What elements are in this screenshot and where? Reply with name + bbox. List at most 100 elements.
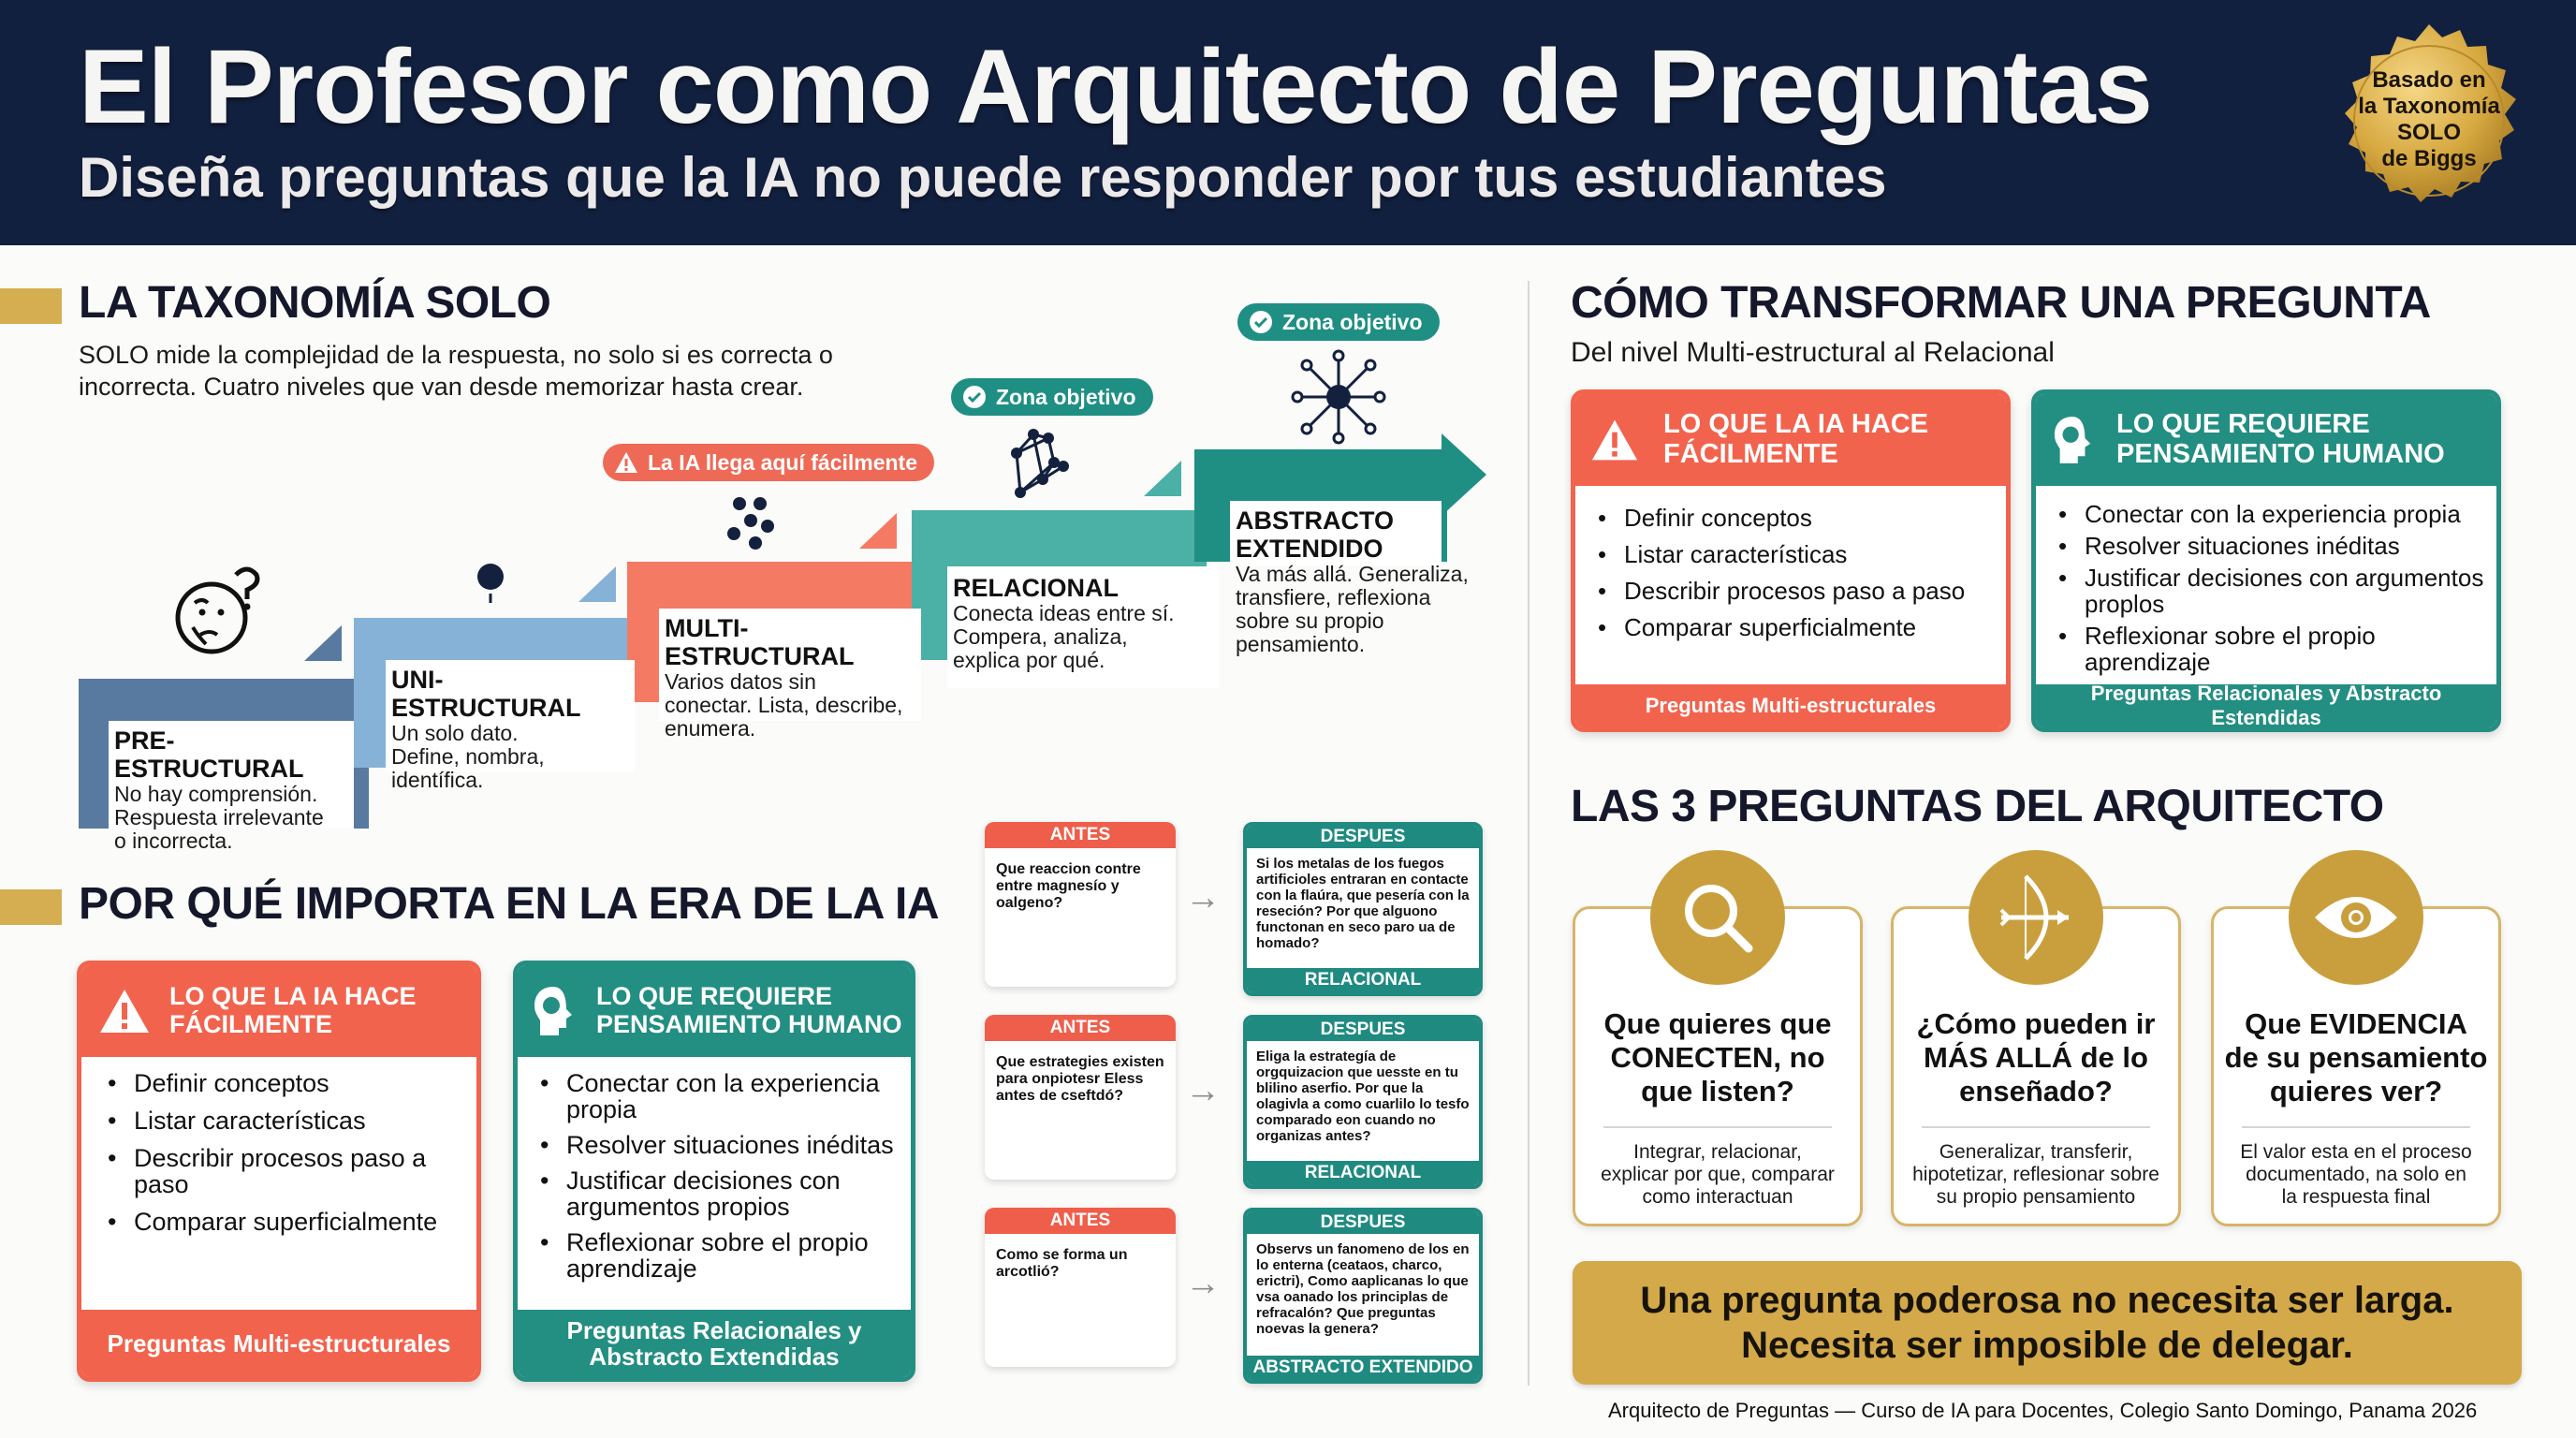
transform-human-thinking-list: Conectar con la experiencia propia Resol… bbox=[2058, 501, 2487, 675]
level-desc: explica por qué. bbox=[953, 648, 1105, 672]
taxonomy-description-line-1: SOLO mide la complejidad de la respuesta… bbox=[79, 341, 833, 369]
after-card: DESPUES Observs un fanomeno de los en lo… bbox=[1243, 1208, 1483, 1384]
after-card: DESPUES Si los metalas de los fuegos art… bbox=[1243, 822, 1483, 996]
seal-line-2: la Taxonomía bbox=[2358, 94, 2500, 119]
section-marker bbox=[0, 889, 62, 925]
divider bbox=[1603, 1126, 1832, 1128]
level-desc: Un solo dato. bbox=[391, 721, 519, 745]
human-thinking-card-header: LO QUE REQUIERE PENSAMIENTO HUMANO bbox=[518, 965, 911, 1057]
architect-description: Integrar, relacionar, explicar por que, … bbox=[1585, 1141, 1851, 1209]
before-label: ANTES bbox=[985, 1208, 1176, 1234]
after-label: DESPUES bbox=[1247, 1211, 1479, 1234]
footer-line: Abstracto Extendidas bbox=[589, 1343, 840, 1371]
question-line: que listen? bbox=[1641, 1075, 1794, 1108]
head-lightbulb-icon bbox=[534, 987, 572, 1035]
transform-title: CÓMO TRANSFORMAR UNA PREGUNTA bbox=[1571, 278, 2431, 328]
level-desc: transfiere, reflexiona bbox=[1236, 585, 1431, 609]
thinking-face-icon bbox=[175, 566, 260, 654]
ai-easy-card-footer: Preguntas Multi-estructurales bbox=[81, 1310, 476, 1377]
level-desc: Define, nombra, bbox=[391, 744, 545, 769]
level-desc: Respuesta irrelevante bbox=[114, 805, 324, 829]
level-desc: enumera. bbox=[665, 716, 756, 741]
question-line: de su pensamiento bbox=[2224, 1041, 2488, 1074]
network-icon bbox=[1011, 429, 1069, 498]
solo-seal-badge: Basado en la Taxonomía SOLO de Biggs bbox=[2329, 21, 2529, 221]
target-zone-badge-abstracto: Zona objetivo bbox=[1237, 303, 1440, 341]
card-title-line: LO QUE LA IA HACE bbox=[169, 982, 417, 1011]
level-name: ABSTRACTO bbox=[1236, 506, 1395, 535]
question-line: CONECTEN, no bbox=[1610, 1041, 1825, 1074]
seal-line-4: de Biggs bbox=[2381, 146, 2477, 171]
question-line: Que quieres que bbox=[1603, 1007, 1832, 1040]
warning-icon bbox=[1591, 419, 1638, 461]
after-question: Si los metalas de los fuegos artificiole… bbox=[1256, 856, 1470, 951]
target-zone-badge-relacional: Zona objetivo bbox=[951, 378, 1153, 416]
level-pre-estructural: PRE-ESTRUCTURAL No hay comprensión. Resp… bbox=[109, 721, 354, 853]
level-desc: o incorrecta. bbox=[114, 829, 233, 853]
list-item: Listar características bbox=[1598, 541, 1997, 567]
desc-line: explicar por que, comparar bbox=[1601, 1164, 1835, 1185]
step-triangle bbox=[859, 513, 897, 549]
question-line: MÁS ALLÁ de lo bbox=[1924, 1041, 2148, 1074]
card-footer: Preguntas Relacionales y Abstracto Esten… bbox=[2036, 682, 2496, 727]
arrow-head-icon bbox=[1442, 433, 1486, 516]
list-item: Reflexionar sobre el propio aprendizaje bbox=[2058, 623, 2487, 675]
level-desc: Compera, analiza, bbox=[953, 624, 1128, 649]
card-title-line: LO QUE REQUIERE bbox=[596, 982, 833, 1011]
human-thinking-card: LO QUE REQUIERE PENSAMIENTO HUMANO Conec… bbox=[513, 961, 915, 1382]
before-label: ANTES bbox=[985, 822, 1176, 848]
scattered-dots-icon bbox=[727, 497, 774, 550]
column-divider bbox=[1528, 281, 1530, 1386]
list-item: Describir procesos paso a paso bbox=[108, 1145, 458, 1197]
magnifier-icon bbox=[1650, 850, 1785, 985]
why-title: POR QUÉ IMPORTA EN LA ERA DE LA IA bbox=[79, 879, 940, 929]
list-item: Justificar decisiones con argumentos pro… bbox=[540, 1167, 896, 1220]
target-zone-badge-label: Zona objetivo bbox=[1282, 309, 1423, 334]
arrow-right-icon: → bbox=[1185, 1264, 1221, 1303]
card-title-line: LO QUE REQUIERE bbox=[2116, 409, 2370, 440]
list-item: Listar características bbox=[108, 1108, 458, 1134]
level-desc: identífica. bbox=[391, 768, 484, 792]
desc-line: Integrar, relacionar, bbox=[1633, 1141, 1802, 1163]
desc-line: su propio pensamiento bbox=[1936, 1186, 2136, 1208]
after-card: DESPUES Eliga la estrategía de orgquizac… bbox=[1243, 1015, 1483, 1189]
footer-credit: Arquitecto de Preguntas — Curso de IA pa… bbox=[1608, 1399, 2478, 1422]
taxonomy-description: SOLO mide la complejidad de la respuesta… bbox=[79, 339, 833, 403]
desc-line: hipotetizar, reflesionar sobre bbox=[1912, 1164, 2159, 1185]
after-label: DESPUES bbox=[1247, 826, 1479, 848]
level-desc: Conecta ideas entre sí. bbox=[953, 601, 1175, 625]
human-thinking-list: Conectar con la experiencia propia Resol… bbox=[540, 1070, 896, 1282]
ai-easy-card-header: LO QUE LA IA HACE FÁCILMENTE bbox=[81, 965, 476, 1057]
question-line: quieres ver? bbox=[2269, 1075, 2443, 1108]
before-question: Como se forma un arcotlió? bbox=[996, 1247, 1128, 1280]
level-name: MULTI-ESTRUCTURAL bbox=[665, 614, 855, 670]
card-title-line: FÁCILMENTE bbox=[1663, 439, 1838, 469]
list-item: Definir conceptos bbox=[108, 1070, 458, 1096]
label-bg bbox=[1230, 501, 1442, 566]
list-item: Justificar decisiones con argumentos pro… bbox=[2058, 565, 2487, 617]
level-desc: No hay comprensión. bbox=[114, 782, 318, 806]
level-uni-estructural: UNI-ESTRUCTURAL Un solo dato. Define, no… bbox=[386, 660, 635, 792]
bow-arrow-icon bbox=[1969, 850, 2103, 985]
divider bbox=[1922, 1126, 2150, 1128]
card-title-line: PENSAMIENTO HUMANO bbox=[596, 1010, 902, 1038]
level-desc: pensamiento. bbox=[1236, 632, 1366, 656]
level-desc: Varios datos sin bbox=[665, 669, 816, 694]
level-name: EXTENDIDO bbox=[1236, 535, 1383, 563]
check-circle-icon bbox=[1249, 310, 1273, 334]
card-title-line: LO QUE LA IA HACE bbox=[1663, 409, 1929, 440]
section-marker bbox=[0, 288, 62, 324]
list-item: Reflexionar sobre el propio aprendizaje bbox=[540, 1229, 896, 1282]
card-header: LO QUE LA IA HACE FÁCILMENTE bbox=[1575, 394, 2006, 486]
desc-line: Generalizar, transferir, bbox=[1939, 1141, 2133, 1163]
warning-icon bbox=[614, 450, 638, 475]
before-question: Que reaccion contre entre magnesío y oal… bbox=[996, 861, 1141, 911]
level-name: RELACIONAL bbox=[953, 574, 1119, 602]
ai-reaches-badge-label: La IA llega aquí fácilmente bbox=[648, 449, 918, 475]
question-line: ¿Cómo pueden ir bbox=[1916, 1007, 2156, 1040]
card-header: LO QUE REQUIERE PENSAMIENTO HUMANO bbox=[2036, 394, 2496, 486]
list-item: Comparar superficialmente bbox=[1598, 614, 1997, 640]
architect-description: Generalizar, transferir, hipotetizar, re… bbox=[1903, 1141, 2169, 1209]
arrow-right-icon: → bbox=[1185, 878, 1221, 917]
level-tag: RELACIONAL bbox=[1247, 968, 1479, 992]
